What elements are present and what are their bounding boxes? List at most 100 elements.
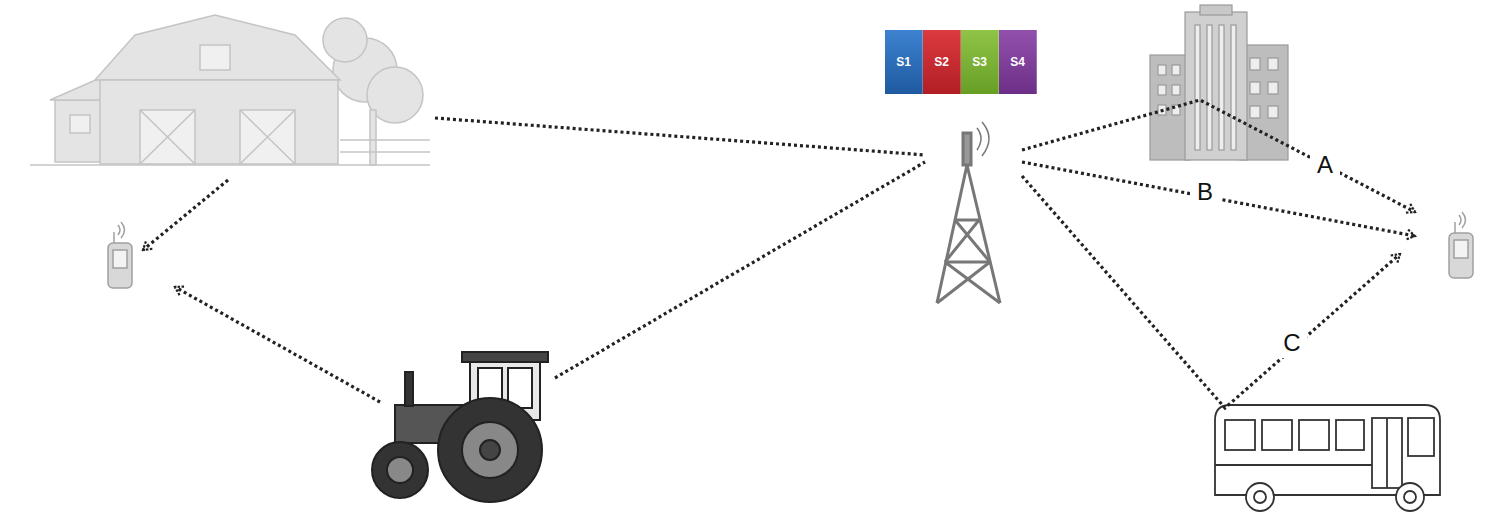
signal-path — [1022, 162, 1415, 236]
bus-illustration — [1215, 405, 1440, 511]
bus-illustration — [1396, 483, 1424, 511]
tractor-illustration — [372, 442, 428, 498]
slice-label: S1 — [896, 55, 911, 69]
tractor-illustration — [462, 352, 548, 362]
city-buildings — [1268, 106, 1278, 118]
bus-illustration — [1215, 405, 1440, 495]
city-buildings — [1158, 85, 1166, 95]
signal-path — [175, 287, 380, 402]
handset-icon — [1449, 233, 1473, 278]
path-label: B — [1190, 177, 1220, 207]
barn-illustration — [340, 139, 430, 141]
barn-illustration — [200, 45, 230, 70]
tractor-illustration — [387, 457, 413, 483]
city-buildings — [1207, 25, 1212, 150]
handset-icon — [108, 222, 132, 288]
city-buildings — [1172, 85, 1180, 95]
tractor-illustration — [462, 422, 518, 478]
slice-box: S2 — [923, 30, 961, 94]
cell-tower — [963, 133, 971, 165]
bus-illustration — [1386, 418, 1388, 488]
city-buildings — [1268, 82, 1278, 94]
handset-icon — [108, 243, 132, 288]
city-buildings — [1200, 5, 1232, 15]
slice-box: S4 — [999, 30, 1037, 94]
bus-illustration — [1404, 491, 1416, 503]
cell-tower — [977, 128, 981, 150]
handset-icon — [1462, 212, 1466, 228]
city-buildings — [1219, 25, 1224, 150]
city-buildings — [1250, 58, 1260, 70]
barn-illustration — [30, 164, 430, 166]
handset-icon — [1459, 215, 1461, 225]
bus-illustration — [1408, 418, 1434, 456]
cell-tower — [937, 122, 1000, 303]
handset-icon — [1454, 222, 1456, 233]
barn-illustration — [95, 15, 340, 80]
slice-label: S2 — [934, 55, 949, 69]
cell-tower — [945, 261, 990, 264]
handset-icon — [121, 222, 125, 238]
slice-label: S4 — [1010, 55, 1025, 69]
city-buildings — [1150, 5, 1288, 160]
barn-illustration — [140, 110, 195, 164]
path-label: A — [1310, 150, 1340, 180]
signal-path — [143, 100, 1415, 408]
handset-icon — [113, 250, 127, 268]
bus-illustration — [1246, 483, 1274, 511]
city-buildings — [1250, 106, 1260, 118]
tractor-illustration — [372, 352, 548, 502]
path-label: C — [1277, 328, 1307, 358]
cell-tower — [982, 122, 989, 156]
barn-illustration — [140, 110, 195, 164]
slice-label: S3 — [972, 55, 987, 69]
handset-icon — [113, 232, 115, 243]
barn-illustration — [340, 151, 430, 153]
city-buildings — [1195, 25, 1200, 150]
cell-tower — [945, 262, 1000, 303]
barn-illustration — [323, 18, 367, 62]
handset-icon — [1454, 240, 1468, 258]
barn-illustration — [50, 78, 105, 100]
bus-illustration — [1262, 420, 1292, 450]
city-buildings — [1150, 55, 1190, 160]
handset-icon — [118, 225, 120, 235]
city-buildings — [1172, 65, 1180, 75]
barn-illustration — [240, 110, 295, 164]
signal-path — [1022, 176, 1400, 408]
barn-illustration — [140, 110, 195, 164]
barn-illustration — [100, 80, 338, 164]
signal-path — [143, 180, 228, 250]
handset-icon — [1449, 212, 1473, 278]
slice-box: S1 — [885, 30, 923, 94]
signal-path — [555, 162, 925, 378]
barn-illustration — [55, 100, 105, 162]
barn-illustration — [240, 110, 295, 164]
tractor-illustration — [438, 398, 542, 502]
bus-illustration — [1225, 420, 1255, 450]
tractor-illustration — [405, 372, 413, 406]
bus-illustration — [1215, 464, 1372, 466]
cell-tower — [945, 220, 979, 262]
city-buildings — [1250, 82, 1260, 94]
bus-illustration — [1336, 420, 1364, 450]
barn-illustration — [370, 110, 376, 165]
bus-illustration — [1372, 418, 1402, 488]
barn-illustration — [70, 115, 90, 133]
bus-illustration — [1254, 491, 1266, 503]
cell-tower — [937, 262, 990, 303]
cell-tower — [955, 219, 979, 222]
signal-path — [435, 118, 925, 155]
barn-illustration — [30, 15, 430, 165]
tractor-illustration — [480, 440, 500, 460]
city-buildings — [1268, 58, 1278, 70]
signal-path — [1022, 100, 1415, 212]
barn-illustration — [240, 110, 295, 164]
city-buildings — [1231, 25, 1236, 150]
city-buildings — [1158, 65, 1166, 75]
bus-illustration — [1299, 420, 1329, 450]
